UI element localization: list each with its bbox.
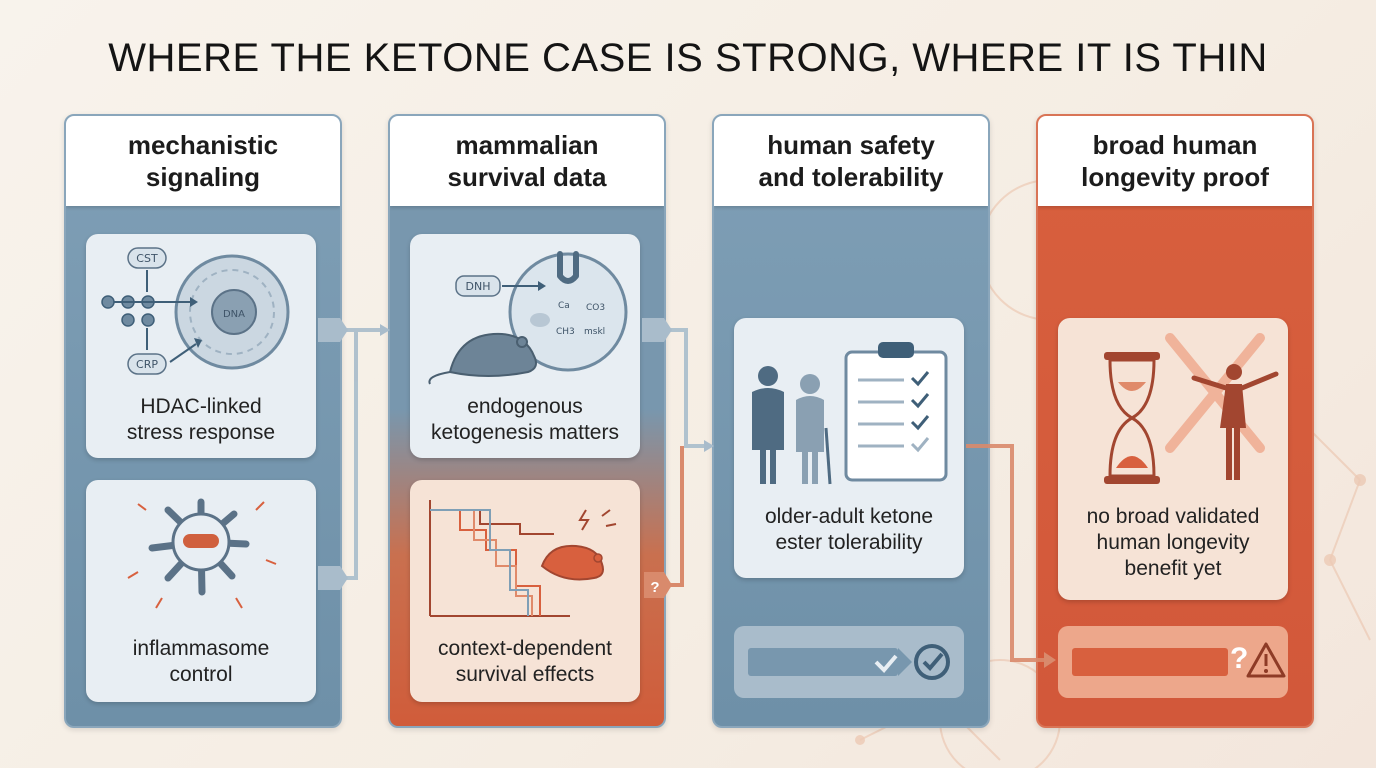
svg-text:CH3: CH3 <box>556 327 575 337</box>
svg-text:CRP: CRP <box>136 358 158 371</box>
page-title: WHERE THE KETONE CASE IS STRONG, WHERE I… <box>108 36 1268 80</box>
column-human-safety-tolerability: human safety and tolerability older-adul… <box>712 114 990 728</box>
svg-text:Ca: Ca <box>558 301 570 311</box>
check-icon <box>874 644 950 680</box>
survival-curve-icon <box>429 500 617 617</box>
column-broad-human-longevity-proof: broad human longevity proof no broad val… <box>1036 114 1314 728</box>
card-label: context-dependent survival effects <box>438 637 612 686</box>
svg-text:DNH: DNH <box>466 280 491 293</box>
cell-signaling-icon: DNA CST CRP <box>101 247 290 375</box>
question-mark: ? <box>1230 642 1249 675</box>
card-endogenous-ketogenesis: DNH Ca CO3 CH3 mskl endogenous ketogenes… <box>410 234 640 458</box>
column-mechanistic-signaling: mechanistic signaling DNA CST CRP <box>64 114 342 728</box>
card-label: older-adult ketone ester tolerability <box>764 505 934 554</box>
status-bar-supported <box>734 626 964 698</box>
column-heading: broad human longevity proof <box>1038 116 1312 206</box>
card-context-dependent-survival: context-dependent survival effects <box>410 480 640 702</box>
svg-text:DNA: DNA <box>223 309 245 320</box>
svg-text:mskl: mskl <box>584 327 605 337</box>
inflammasome-icon <box>127 498 277 609</box>
card-label: no broad validated human longevity benef… <box>1086 505 1260 580</box>
hourglass-human-icon <box>1104 333 1279 484</box>
card-no-longevity-benefit: no broad validated human longevity benef… <box>1058 318 1288 600</box>
card-label: HDAC-linked stress response <box>126 395 276 444</box>
card-label: endogenous ketogenesis matters <box>431 395 619 444</box>
column-heading: human safety and tolerability <box>714 116 988 206</box>
card-label: inflammasome control <box>132 637 270 686</box>
card-older-adult-tolerability: older-adult ketone ester tolerability <box>734 318 964 578</box>
column-heading: mechanistic signaling <box>66 116 340 206</box>
elderly-checklist-icon <box>752 342 948 485</box>
column-mammalian-survival-data: mammalian survival data DNH Ca CO3 CH3 m… <box>388 114 666 728</box>
column-heading: mammalian survival data <box>390 116 664 206</box>
svg-text:CO3: CO3 <box>586 303 605 313</box>
mouse-cell-icon: DNH Ca CO3 CH3 mskl <box>428 251 628 385</box>
warning-icon <box>1246 642 1286 678</box>
card-hdac-stress-response: DNA CST CRP HDAC-linked stress response <box>86 234 316 458</box>
card-inflammasome-control: inflammasome control <box>86 480 316 702</box>
svg-text:CST: CST <box>136 252 158 265</box>
status-bar-unproven: ? <box>1058 626 1288 698</box>
